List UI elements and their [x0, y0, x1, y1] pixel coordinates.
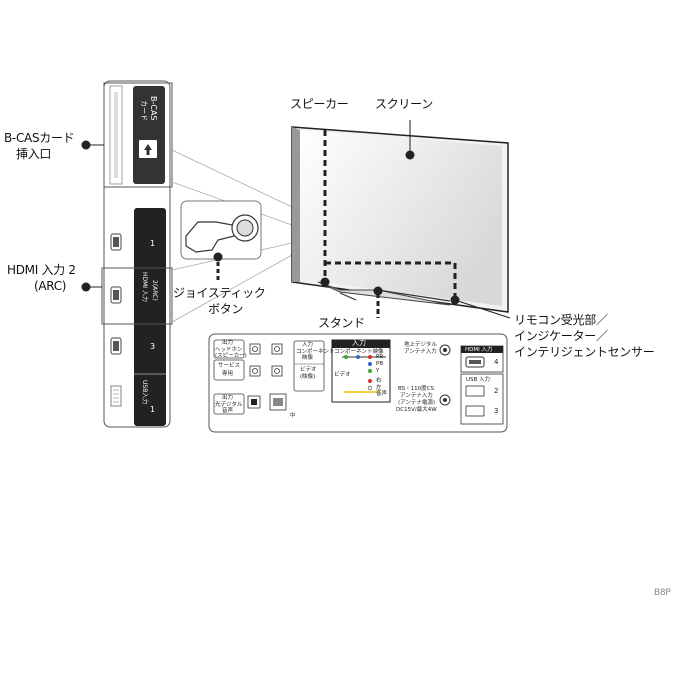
bcas-callout-box: [103, 82, 173, 188]
remote-sensor-label-line3: インテリジェントセンサー: [514, 345, 655, 359]
rear-hdmi-in: HDMI 入力: [465, 347, 493, 353]
hdmi2-label-line1: HDMI 入力 2: [7, 263, 76, 277]
bcas-label-line2: 挿入口: [16, 147, 52, 161]
rear-pb: PB: [376, 361, 384, 367]
rear-bs4: DC15V/最大4W: [396, 407, 437, 413]
rear-hdmi4: 4: [494, 358, 499, 366]
rear-input-small: 入力: [302, 342, 314, 348]
side-hdmi2-text: 2(ARC): [151, 280, 158, 301]
remote-sensor-label-line2: インジケーター／: [514, 329, 608, 343]
joystick-label-line1: ジョイスティック: [173, 286, 266, 300]
rear-y: Y: [376, 368, 380, 374]
rear-optical2: 音声: [222, 408, 234, 414]
bcas-label-line1: B-CASカード: [4, 131, 75, 145]
rear-optical1: 光デジタル: [215, 402, 243, 408]
side-hdmi-title: HDMI 入力: [141, 272, 148, 302]
rear-right: 右: [376, 378, 382, 384]
stand-label: スタンド: [318, 316, 365, 330]
rear-usb3: 3: [494, 407, 499, 415]
rear-pr: PR: [376, 354, 384, 360]
side-hdmi3-num: 3: [150, 342, 156, 351]
rear-bs3: (アンテナ電源): [398, 400, 436, 406]
rear-terrestrial2: アンテナ入力: [404, 349, 437, 355]
rear-terrestrial1: 地上デジタル: [404, 342, 437, 348]
rear-video-small2: (映像): [300, 374, 316, 380]
screen-pointer-dot: [405, 150, 415, 160]
rear-lan-mark: 中: [290, 413, 296, 419]
rear-left: 左: [376, 385, 382, 391]
joystick-label-line2: ボタン: [208, 302, 244, 316]
rear-video-long: ビデオ: [334, 372, 351, 378]
remote-sensor-label-line1: リモコン受光部／: [514, 313, 608, 327]
rear-audio: 音声: [376, 391, 388, 397]
rear-service1: サービス: [218, 363, 241, 369]
model-code: B8P: [654, 588, 671, 598]
hdmi2-callout-box: [101, 267, 173, 325]
bcas-card-text: B-CAS: [149, 96, 158, 121]
side-usb-num: 1: [150, 405, 156, 414]
rear-usb2: 2: [494, 387, 499, 395]
rear-video-small: ビデオ: [300, 367, 317, 373]
rear-composite: コンポーネント: [296, 349, 335, 355]
stand-pointer-dot: [373, 286, 383, 296]
bcas-pointer-dot: [81, 140, 91, 150]
rear-bs1: BS・110度CS: [398, 386, 434, 392]
hdmi2-pointer-dot: [81, 282, 91, 292]
side-panel: [103, 80, 171, 428]
hdmi2-label-line2: (ARC): [34, 279, 67, 293]
rear-audio-label: (スピーカー): [215, 353, 247, 359]
screen-label: スクリーン: [375, 97, 433, 111]
speaker-label: スピーカー: [290, 97, 349, 111]
rear-composite2: 映像: [302, 355, 314, 361]
joystick-pointer-dot: [213, 252, 223, 262]
bcas-card-text2: カード: [140, 100, 148, 121]
side-hdmi1-num: 1: [150, 239, 156, 248]
rear-panel: [208, 333, 508, 433]
joystick-inset: [180, 200, 262, 260]
rear-out2: 出力: [222, 395, 234, 401]
rear-input-title: 入力: [352, 339, 366, 347]
rear-comp-long: コンポーネント映像: [334, 349, 384, 355]
side-usb-text: USB入力: [141, 380, 148, 405]
rear-out-label: 出力: [222, 340, 234, 346]
rear-headphone: ヘッドホン: [215, 347, 243, 353]
rear-usb-in: USB 入力: [466, 377, 491, 383]
rear-bs2: アンテナ入力: [400, 393, 433, 399]
rear-service2: 専用: [222, 371, 234, 377]
speaker-pointer-dot: [320, 277, 330, 287]
